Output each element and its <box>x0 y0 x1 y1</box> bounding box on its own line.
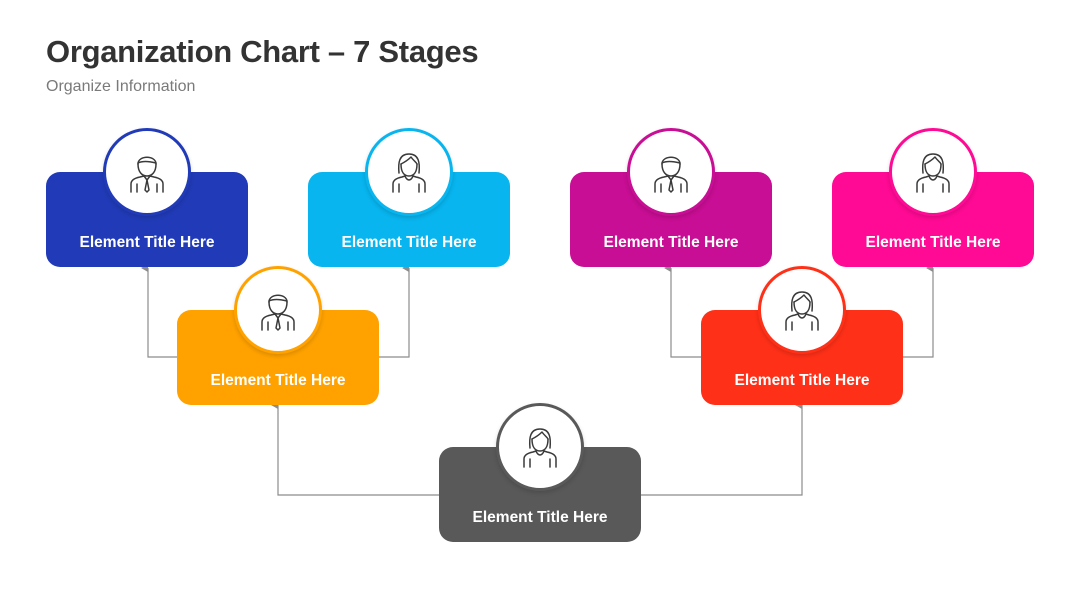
node-title: Element Title Here <box>603 234 739 251</box>
avatar <box>365 128 453 216</box>
org-node-pink[interactable]: Element Title Here <box>832 128 1034 267</box>
male-person-icon <box>261 294 295 331</box>
male-person-icon <box>130 156 164 193</box>
female-person-icon <box>916 153 950 193</box>
connector-gray-to-orange <box>271 401 440 496</box>
org-node-blue[interactable]: Element Title Here <box>46 128 248 267</box>
node-title: Element Title Here <box>865 234 1001 251</box>
node-box: Element Title Here <box>832 172 1034 267</box>
avatar <box>758 266 846 354</box>
page-subtitle: Organize Information <box>46 78 196 95</box>
org-node-purple[interactable]: Element Title Here <box>570 128 772 267</box>
page-title: Organization Chart – 7 Stages <box>46 34 479 69</box>
avatar <box>627 128 715 216</box>
node-title: Element Title Here <box>472 509 608 526</box>
node-title: Element Title Here <box>79 234 215 251</box>
org-node-orange[interactable]: Element Title Here <box>177 266 379 405</box>
connector-orange-to-blue <box>141 264 178 358</box>
connector-gray-to-red <box>640 401 803 496</box>
avatar <box>889 128 977 216</box>
node-box: Element Title Here <box>701 310 903 405</box>
avatar <box>234 266 322 354</box>
org-node-cyan[interactable]: Element Title Here <box>308 128 510 267</box>
org-node-gray[interactable]: Element Title Here <box>439 403 641 542</box>
connector-orange-to-cyan <box>378 264 410 358</box>
female-person-icon <box>523 428 557 468</box>
connector-red-to-purple <box>664 264 702 358</box>
node-title: Element Title Here <box>341 234 477 251</box>
connector-red-to-pink <box>902 264 934 358</box>
male-person-icon <box>654 156 688 193</box>
node-title: Element Title Here <box>734 372 870 389</box>
female-person-icon <box>785 291 819 331</box>
avatar <box>103 128 191 216</box>
org-node-red[interactable]: Element Title Here <box>701 266 903 405</box>
avatar <box>496 403 584 491</box>
node-title: Element Title Here <box>210 372 346 389</box>
female-person-icon <box>392 153 426 193</box>
